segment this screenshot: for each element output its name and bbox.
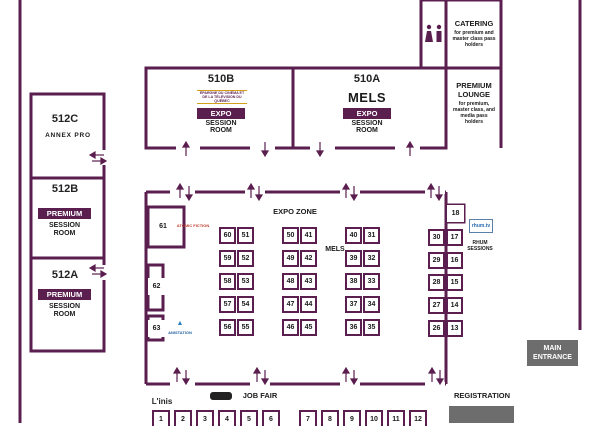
job-fair-booth[interactable]: 1 (152, 410, 170, 426)
linis-logo: L'inis (151, 397, 173, 406)
booth[interactable]: 63 (148, 320, 165, 337)
room-510a-number: 510A (353, 73, 381, 85)
booth[interactable]: 55 (237, 319, 254, 336)
booth[interactable]: 27 (428, 297, 445, 314)
room-510b-badge: EXPO (197, 108, 245, 119)
atomic-fiction-logo: ATOMIC FICTION (176, 223, 210, 228)
main-entrance-line1: MAIN (543, 345, 562, 352)
booth[interactable]: 38 (345, 273, 362, 290)
booth[interactable]: 37 (345, 296, 362, 313)
registration-desk[interactable] (449, 406, 514, 423)
room-512a-number: 512A (51, 269, 79, 281)
job-fair-icon (210, 392, 232, 400)
room-510a-line2: ROOM (356, 127, 378, 134)
booth[interactable]: 52 (237, 250, 254, 267)
anistation-logo: ANISTATION (168, 330, 192, 335)
room-510a-line1: SESSION (351, 120, 383, 127)
rhum-label-1: RHUM (472, 240, 488, 246)
booth[interactable]: 45 (300, 319, 317, 336)
booth[interactable]: 41 (300, 227, 317, 244)
booth[interactable]: 36 (345, 319, 362, 336)
room-512a-line1: SESSION (48, 303, 81, 310)
job-fair-booth[interactable]: 7 (299, 410, 317, 426)
booth[interactable]: 18 (447, 205, 464, 222)
booth[interactable]: 17 (446, 229, 463, 246)
booth[interactable]: 50 (282, 227, 299, 244)
booth[interactable]: 14 (446, 297, 463, 314)
booth[interactable]: 57 (219, 296, 236, 313)
room-512b-line1: SESSION (48, 222, 81, 229)
registration-label: REGISTRATION (453, 391, 511, 400)
room-510a-badge: EXPO (343, 108, 391, 119)
room-512a-badge: PREMIUM (38, 289, 91, 300)
booth[interactable]: 60 (219, 227, 236, 244)
mels-booth-label: MELS (325, 246, 345, 253)
job-fair-booth[interactable]: 5 (240, 410, 258, 426)
catering-desc: for premium and master class pass holder… (452, 30, 496, 48)
booth[interactable]: 43 (300, 273, 317, 290)
job-fair-title: JOB FAIR (242, 391, 278, 400)
job-fair-booth[interactable]: 3 (196, 410, 214, 426)
booth[interactable]: 47 (282, 296, 299, 313)
room-510a-logo: MELS (347, 90, 387, 105)
booth[interactable]: 58 (219, 273, 236, 290)
job-fair-booth[interactable]: 2 (174, 410, 192, 426)
booth[interactable]: 35 (363, 319, 380, 336)
booth[interactable]: 42 (300, 250, 317, 267)
lounge-desc: for premium, master class, and media pas… (453, 101, 495, 125)
rhum-logo: rhum.tv (469, 219, 493, 233)
job-fair-booth[interactable]: 4 (218, 410, 236, 426)
booth[interactable]: 59 (219, 250, 236, 267)
anistation-icon: ▲ (176, 320, 184, 327)
booth[interactable]: 46 (282, 319, 299, 336)
booth[interactable]: 54 (237, 296, 254, 313)
room-512c-logo: ANNEX PRO (45, 132, 91, 139)
job-fair-booth[interactable]: 6 (262, 410, 280, 426)
restroom-icon (425, 24, 442, 42)
booth[interactable]: 34 (363, 296, 380, 313)
job-fair-booth[interactable]: 12 (409, 410, 427, 426)
booth[interactable]: 44 (300, 296, 317, 313)
room-512b-line2: ROOM (53, 230, 76, 237)
room-512b-number: 512B (51, 183, 79, 195)
booth[interactable]: 48 (282, 273, 299, 290)
rhum-label-2: SESSIONS (467, 246, 493, 252)
booth[interactable]: 29 (428, 252, 445, 269)
room-512a-line2: ROOM (53, 311, 76, 318)
booth[interactable]: 13 (446, 320, 463, 337)
room-510b-sponsor-logo: ÉPARGNE DU CINÉMA ET DE LA TÉLÉVISION DU… (197, 90, 247, 104)
booth[interactable]: 62 (148, 278, 165, 295)
booth[interactable]: 15 (446, 274, 463, 291)
job-fair-booth[interactable]: 9 (343, 410, 361, 426)
job-fair-booth[interactable]: 11 (387, 410, 405, 426)
booth[interactable]: 31 (363, 227, 380, 244)
booth[interactable]: 61 (159, 223, 167, 230)
booth[interactable]: 16 (446, 252, 463, 269)
booth[interactable]: 30 (428, 229, 445, 246)
booth[interactable]: 53 (237, 273, 254, 290)
booth[interactable]: 26 (428, 320, 445, 337)
booth[interactable]: 51 (237, 227, 254, 244)
room-510b-line2: ROOM (210, 127, 232, 134)
booth[interactable]: 40 (345, 227, 362, 244)
job-fair-booth[interactable]: 10 (365, 410, 383, 426)
main-entrance[interactable]: MAIN ENTRANCE (527, 340, 578, 366)
booth[interactable]: 39 (345, 250, 362, 267)
catering-title: CATERING (454, 19, 494, 28)
booth[interactable]: 56 (219, 319, 236, 336)
booth[interactable]: 49 (282, 250, 299, 267)
expo-zone-title: EXPO ZONE (273, 207, 317, 216)
job-fair-booth[interactable]: 8 (321, 410, 339, 426)
room-512b-badge: PREMIUM (38, 208, 91, 219)
room-512c-number: 512C (51, 113, 79, 125)
room-510b-number: 510B (207, 73, 235, 85)
main-entrance-line2: ENTRANCE (533, 354, 572, 361)
lounge-title-1: PREMIUM (456, 81, 492, 90)
booth[interactable]: 28 (428, 274, 445, 291)
booth[interactable]: 33 (363, 273, 380, 290)
lounge-title-2: LOUNGE (457, 90, 491, 99)
booth[interactable]: 32 (363, 250, 380, 267)
room-510b-line1: SESSION (205, 120, 237, 127)
